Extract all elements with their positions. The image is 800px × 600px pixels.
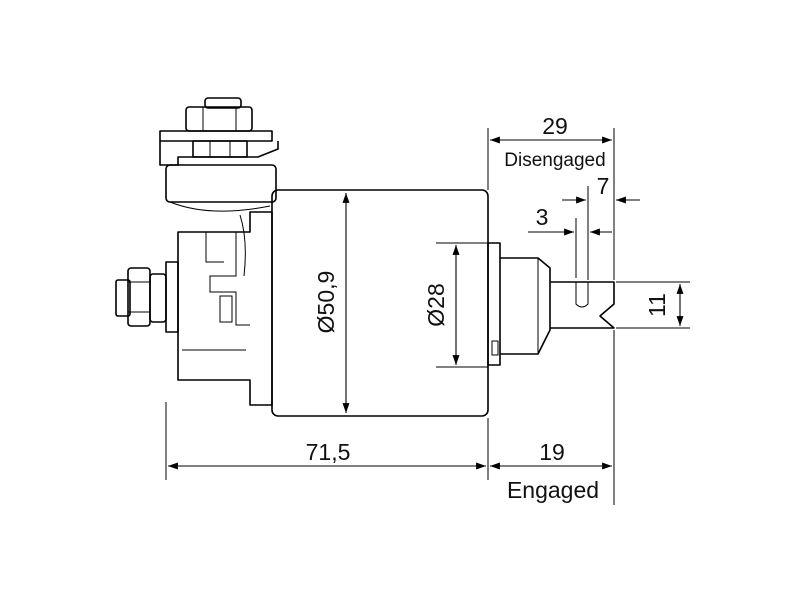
- disengaged-travel-label: 29: [542, 113, 568, 139]
- disengaged-state-label: Disengaged: [504, 150, 605, 171]
- shaft-height-dimension: [616, 281, 690, 329]
- top-terminal-bolt: [159, 97, 279, 212]
- plunger-shaft: [550, 281, 615, 329]
- pinion-diameter-label: Ø28: [423, 283, 449, 326]
- groove-width-label: 3: [536, 204, 549, 230]
- overall-length-dimension: [165, 402, 489, 480]
- groove-width-dimension: [528, 218, 612, 278]
- pinion-diameter-dimension: [436, 242, 488, 368]
- disengaged-dimension: [487, 128, 615, 280]
- housing-diameter-label: Ø50,9: [313, 271, 339, 334]
- shaft-height-label: 11: [644, 293, 670, 317]
- overall-length-label: 71,5: [306, 439, 351, 465]
- front-flange: [487, 242, 551, 366]
- side-terminal-bolt: [115, 261, 179, 333]
- engaged-state-label: Engaged: [507, 477, 599, 503]
- engaged-dimension: [490, 330, 615, 505]
- engaged-travel-label: 19: [539, 439, 565, 465]
- pinion-offset-label: 7: [597, 173, 610, 199]
- pinion-offset-dimension: [562, 186, 640, 280]
- rear-cap: [177, 211, 273, 406]
